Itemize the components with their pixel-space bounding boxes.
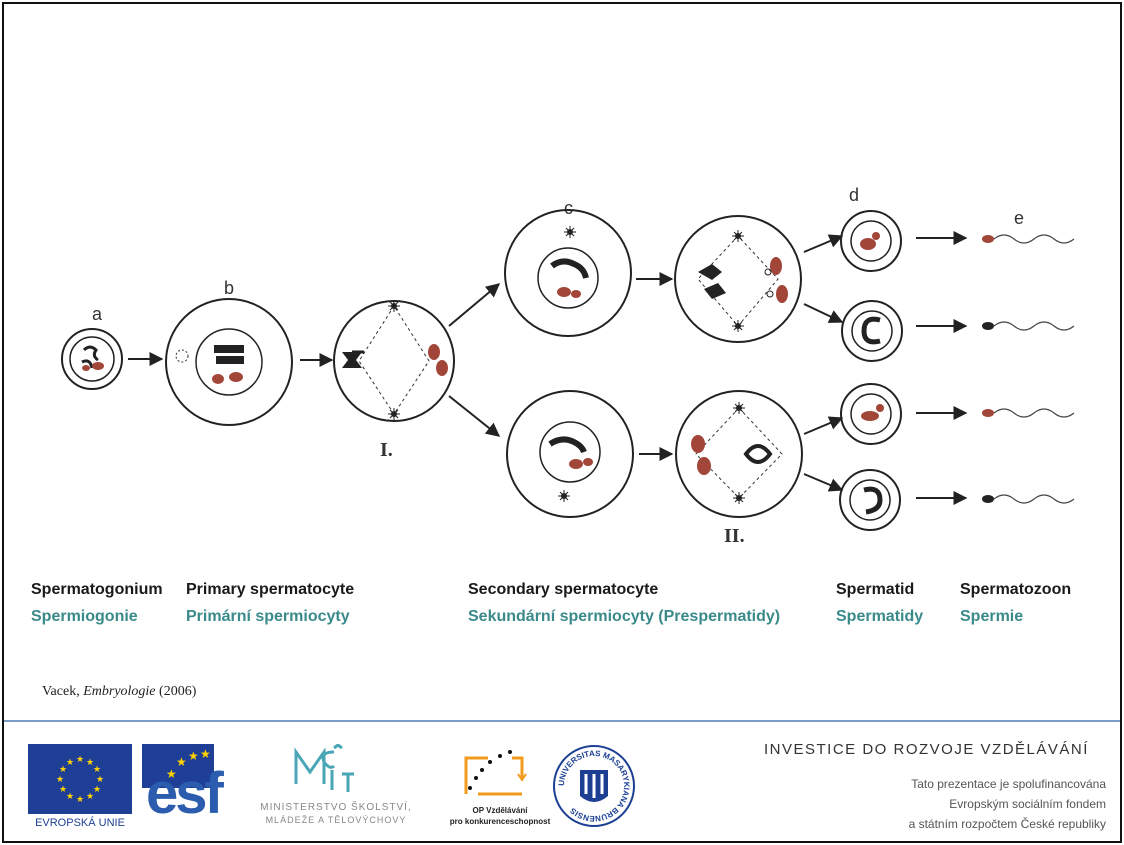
op-line1: OP Vzdělávání [472, 806, 528, 815]
footer-divider [4, 720, 1120, 722]
msmt-logo: MINISTERSTVO ŠKOLSTVÍ, MLÁDEŽE A TĚLOVÝC… [246, 743, 426, 832]
cell-spermatid-4 [839, 469, 901, 531]
label-spermatogonium-cz: Spermiogonie [31, 608, 138, 625]
stage-letter-b: b [224, 278, 234, 298]
stage-letter-e: e [1014, 208, 1024, 228]
svg-text:★: ★ [93, 785, 101, 795]
citation-title: Embryologie [83, 684, 156, 699]
footer-heading: INVESTICE DO ROZVOJE VZDĚLÁVÁNÍ [764, 741, 1089, 758]
label-primary-en: Primary spermatocyte [186, 581, 355, 598]
svg-text:★: ★ [96, 775, 104, 785]
eu-label: EVROPSKÁ UNIE [35, 817, 125, 829]
label-secondary-cz: Sekundární spermiocyty (Prespermatidy) [468, 608, 781, 625]
cell-spermatid-2 [841, 300, 903, 362]
eu-flag: ★★★★ ★★★★ ★★★★ [28, 744, 132, 814]
spermatozoon-4 [982, 494, 1075, 504]
funding-line-1: Tato prezentace je spolufinancována [911, 777, 1106, 791]
esf-wordmark: esf [146, 761, 224, 826]
muni-seal-icon: UNIVERSITAS MASARYKIANA BRUNENSIS [553, 745, 635, 827]
eu-stars-icon: ★★★★ ★★★★ ★★★★ [56, 755, 104, 805]
svg-text:★: ★ [66, 792, 74, 802]
cell-secondary-lower [506, 390, 634, 518]
svg-text:★: ★ [76, 755, 84, 765]
label-spermatozoon-en: Spermatozoon [960, 581, 1072, 598]
spermatozoon-2 [982, 321, 1075, 331]
cell-primary-spermatocyte [165, 298, 293, 426]
svg-text:★: ★ [59, 785, 67, 795]
svg-text:★: ★ [86, 792, 94, 802]
svg-text:★: ★ [93, 765, 101, 775]
spermatogenesis-diagram: a b c d e I. II. [61, 185, 1075, 547]
funding-line-2: Evropským sociálním fondem [949, 797, 1106, 811]
esf-stars-icon: ★★★★ [166, 747, 211, 781]
svg-text:★: ★ [59, 765, 67, 775]
cell-meiosis-i [333, 299, 455, 422]
op-emblem-icon [464, 750, 527, 796]
label-spermatid-cz: Spermatidy [836, 608, 924, 625]
op-logo: OP Vzdělávání pro konkurenceschopnost [450, 744, 550, 832]
division-label-i: I. [380, 439, 393, 461]
svg-text:★: ★ [86, 758, 94, 768]
cell-spermatid-3 [840, 383, 902, 445]
op-line2: pro konkurenceschopnost [449, 817, 551, 826]
eu-logo: ★★★★ ★★★★ ★★★★ EVROPSKÁ UNIE [28, 744, 132, 832]
svg-text:★: ★ [188, 749, 199, 763]
stage-letter-a: a [92, 304, 103, 324]
cell-meiosis-ii-upper [674, 215, 802, 343]
msmt-line1: MINISTERSTVO ŠKOLSTVÍ, [260, 802, 412, 813]
funding-line-3: a státním rozpočtem České republiky [908, 817, 1106, 831]
citation-year: (2006) [159, 684, 197, 699]
cell-spermatogonium [61, 328, 123, 390]
svg-text:★: ★ [56, 775, 64, 785]
label-secondary-en: Secondary spermatocyte [468, 581, 659, 598]
msmt-line2: MLÁDEŽE A TĚLOVÝCHOVY [265, 815, 407, 825]
label-spermatozoon-cz: Spermie [960, 608, 1024, 625]
esf-flag: ★★★★ [142, 744, 214, 788]
label-primary-cz: Primární spermiocyty [186, 608, 350, 625]
msmt-emblem-icon [294, 743, 354, 792]
svg-text:★: ★ [76, 795, 84, 805]
muni-logo: UNIVERSITAS MASARYKIANA BRUNENSIS [552, 744, 636, 828]
stage-letter-d: d [849, 185, 859, 205]
esf-logo: ★★★★ esf [142, 744, 238, 832]
spermatozoon-3 [982, 408, 1075, 418]
label-spermatogonium-en: Spermatogonium [31, 581, 163, 598]
cell-spermatid-1 [840, 210, 902, 272]
citation: Vacek, Embryologie (2006) [42, 684, 196, 700]
cell-secondary-upper [504, 209, 632, 337]
spermatozoon-1 [982, 234, 1075, 244]
stage-letter-c: c [564, 198, 573, 218]
svg-text:★: ★ [200, 747, 211, 761]
division-label-ii: II. [724, 525, 745, 547]
cell-meiosis-ii-lower [675, 390, 803, 518]
citation-author: Vacek, [42, 684, 80, 699]
svg-text:★: ★ [166, 767, 177, 781]
svg-text:★: ★ [66, 758, 74, 768]
svg-text:★: ★ [176, 755, 187, 769]
label-spermatid-en: Spermatid [836, 581, 915, 598]
